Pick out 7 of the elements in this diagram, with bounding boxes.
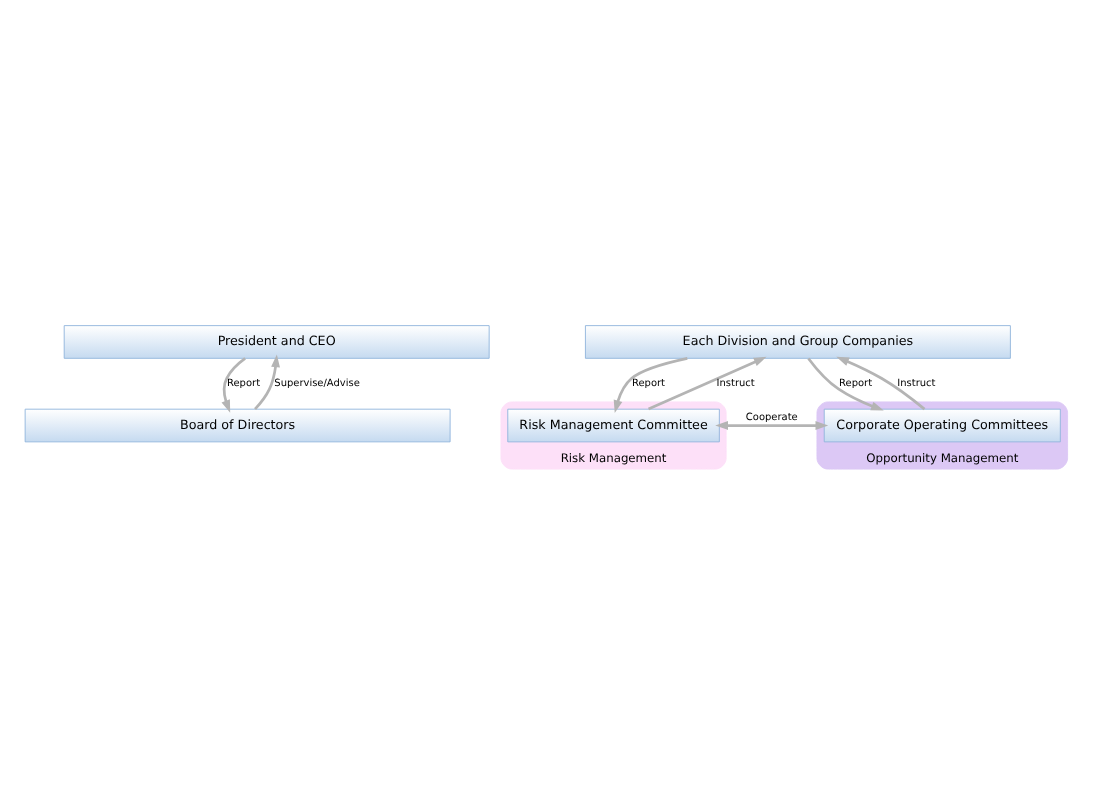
arrow	[613, 356, 688, 413]
arrow	[254, 353, 280, 410]
arrow	[221, 356, 246, 412]
arrow	[836, 355, 926, 410]
arrow	[648, 355, 767, 410]
arrow	[807, 356, 884, 410]
arrow	[715, 420, 829, 429]
